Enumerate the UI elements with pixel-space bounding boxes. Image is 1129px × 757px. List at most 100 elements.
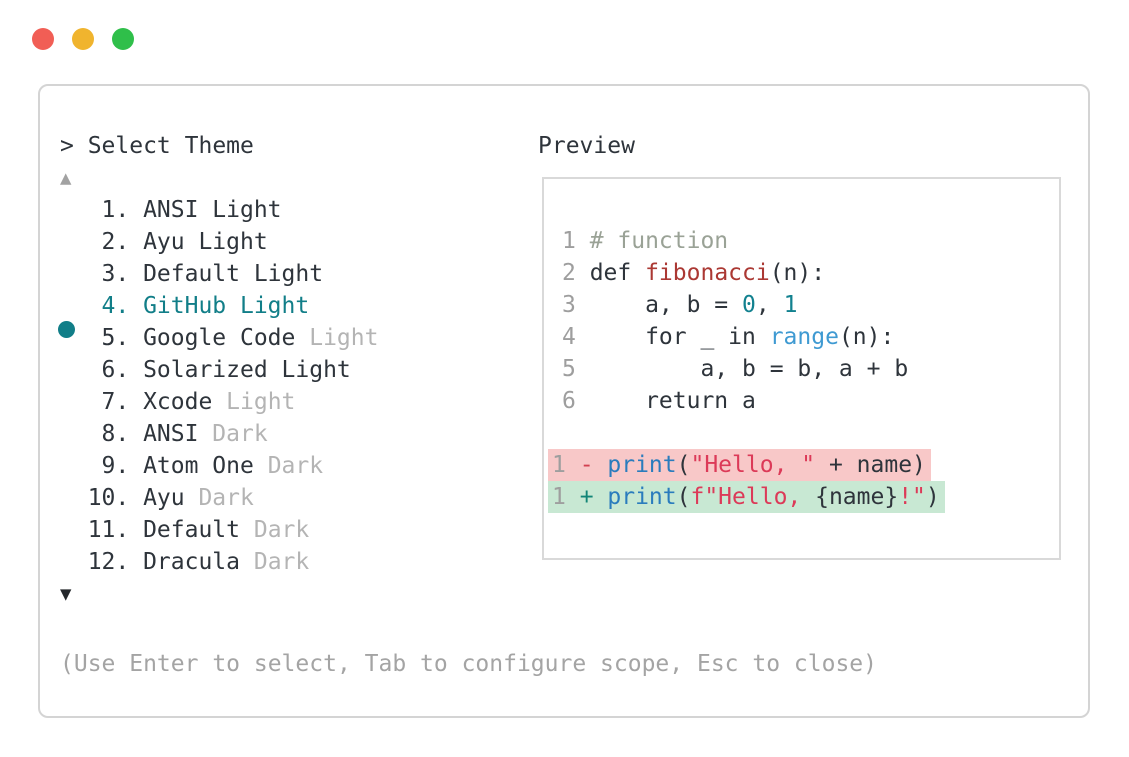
item-name: ANSI [143, 421, 199, 447]
theme-option-github-light[interactable]: 4. GitHub Light [58, 290, 378, 338]
item-number: 3. [101, 261, 130, 287]
zoom-window-button[interactable] [112, 28, 134, 50]
item-number: 12. [87, 549, 130, 575]
code-token: + name) [815, 452, 926, 478]
code-token: print [607, 452, 677, 478]
item-suffix: Dark [184, 485, 254, 511]
theme-option-ayu-light[interactable]: 2. Ayu Light [60, 226, 378, 258]
scroll-up-icon[interactable]: ▲ [60, 167, 72, 189]
item-number: 10. [87, 485, 130, 511]
code-line-6: 6 return a [562, 385, 1059, 417]
diff-minus-icon: - [579, 452, 594, 478]
item-number: 4. [101, 293, 130, 319]
theme-option-default-light[interactable]: 3. Default Light [60, 258, 378, 290]
item-suffix: Light [212, 389, 296, 415]
code-token: , [755, 292, 784, 318]
item-name: GitHub Light [143, 293, 310, 319]
scroll-down-icon[interactable]: ▼ [60, 583, 72, 605]
theme-option-ansi-dark[interactable]: 8. ANSI Dark [60, 418, 378, 450]
code-line-1: 1 # function [562, 225, 1059, 257]
diff-removed-line: 1-print("Hello, " + name) [548, 449, 1059, 481]
item-suffix: Dark [240, 517, 310, 543]
item-number: 5. [101, 325, 130, 351]
line-number: 1 [562, 228, 576, 254]
diff-added-line: 1 + print(f"Hello, {name}!") [548, 481, 1059, 513]
code-token: return a [589, 388, 756, 414]
theme-list: > Select Theme ▲ 1. ANSI Light 2. Ayu Ligh… [58, 130, 379, 610]
item-name: ANSI Light [143, 197, 282, 223]
item-name: Default Light [143, 261, 324, 287]
code-token: 0 [742, 292, 756, 318]
close-window-button[interactable] [32, 28, 54, 50]
code-token: 1 [783, 292, 798, 318]
blank-line [562, 417, 1059, 449]
theme-option-ayu-dark[interactable]: 10. Ayu Dark [60, 482, 378, 514]
item-name: Xcode [143, 389, 213, 415]
item-suffix: Light [295, 325, 379, 351]
code-token: ( [676, 484, 691, 510]
code-line-4: 4 for _ in range(n): [562, 321, 1059, 353]
line-number: 6 [562, 388, 576, 414]
diff-removed-highlight: 1-print("Hello, " + name) [548, 449, 931, 481]
code-token: # function [589, 228, 729, 254]
code-token: for _ in [589, 324, 770, 350]
theme-option-dracula-dark[interactable]: 12. Dracula Dark [60, 546, 378, 578]
code-token: ( [676, 452, 691, 478]
code-line-5: 5 a, b = b, a + b [562, 353, 1059, 385]
item-number: 8. [101, 421, 130, 447]
theme-option-xcode-light[interactable]: 7. Xcode Light [60, 386, 378, 418]
code-line-2: 2 def fibonacci(n): [562, 257, 1059, 289]
theme-option-solarized-light[interactable]: 6. Solarized Light [60, 354, 378, 386]
code-token: "Hello, " [690, 452, 816, 478]
select-theme-prompt: > Select Theme [60, 133, 254, 159]
code-token: a, b = [589, 292, 743, 318]
code-line-3: 3 a, b = 0, 1 [562, 289, 1059, 321]
code-token: fibonacci [645, 260, 770, 286]
line-number: 5 [562, 356, 576, 382]
item-number: 1. [101, 197, 130, 223]
window-controls [32, 28, 152, 50]
code-token: (n): [769, 260, 826, 286]
line-number: 1 [552, 452, 566, 478]
item-number: 7. [101, 389, 130, 415]
code-token: print [607, 484, 677, 510]
line-number: 1 [552, 484, 566, 510]
theme-picker-panel: > Select Theme ▲ 1. ANSI Light 2. Ayu Ligh… [38, 84, 1090, 718]
code-token: range [769, 324, 839, 350]
minimize-window-button[interactable] [72, 28, 94, 50]
theme-option-default-dark[interactable]: 11. Default Dark [60, 514, 378, 546]
code-token: {name} [815, 484, 899, 510]
theme-option-google-code-light[interactable]: 5. Google Code Light [60, 322, 379, 354]
line-number: 4 [562, 324, 576, 350]
theme-option-atom-one-dark[interactable]: 9. Atom One Dark [60, 450, 378, 482]
item-number: 11. [87, 517, 130, 543]
item-suffix: Dark [253, 453, 324, 479]
item-suffix: Dark [240, 549, 310, 575]
code-token: ) [925, 484, 940, 510]
item-name: Dracula [143, 549, 240, 575]
line-number: 3 [562, 292, 576, 318]
item-number: 9. [101, 453, 130, 479]
preview-title: Preview [538, 133, 635, 159]
theme-option-ansi-light[interactable]: 1. ANSI Light [60, 194, 378, 226]
item-name: Solarized Light [143, 357, 351, 383]
item-name: Default [143, 517, 240, 543]
item-name: Atom One [143, 453, 254, 479]
code-token: a, b = b, a + b [589, 356, 909, 382]
item-name: Google Code [143, 325, 296, 351]
help-text: (Use Enter to select, Tab to configure s… [60, 651, 877, 677]
item-name: Ayu Light [143, 229, 268, 255]
code-token: (n): [838, 324, 895, 350]
code-token: f"Hello, [690, 484, 816, 510]
code-token: !" [898, 484, 926, 510]
line-number: 2 [562, 260, 576, 286]
item-number: 2. [101, 229, 130, 255]
item-name: Ayu [143, 485, 185, 511]
item-number: 6. [101, 357, 130, 383]
diff-added-highlight: 1 + print(f"Hello, {name}!") [548, 481, 945, 513]
item-suffix: Dark [198, 421, 268, 447]
diff-plus-icon: + [579, 484, 594, 510]
code-token: def [589, 260, 646, 286]
